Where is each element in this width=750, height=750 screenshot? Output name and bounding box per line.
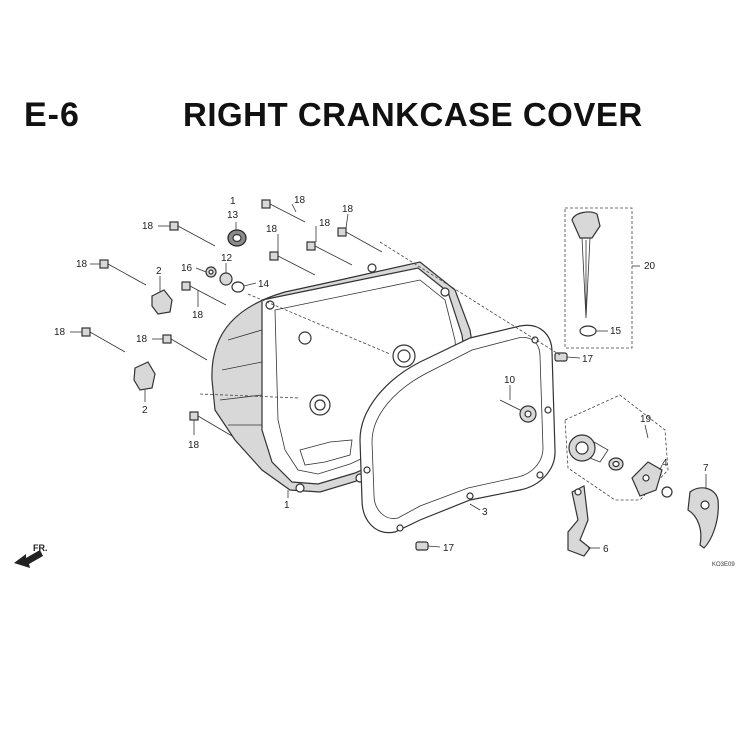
callout-2: 2 — [142, 405, 148, 416]
reference-code: KO3E09 — [712, 562, 735, 568]
assembly-group-19-box — [564, 394, 669, 501]
callout-19: 19 — [640, 414, 652, 425]
callout-3: 3 — [482, 507, 488, 518]
callout-18: 18 — [266, 224, 278, 235]
callout-18: 18 — [294, 195, 306, 206]
callout-20: 20 — [644, 261, 656, 272]
callout-16: 16 — [181, 263, 193, 274]
callout-15: 15 — [610, 326, 622, 337]
plug-part-12[interactable] — [219, 272, 233, 286]
cap-part-2-upper[interactable] — [151, 289, 173, 315]
callout-1: 1 — [230, 196, 236, 207]
diagram-title: RIGHT CRANKCASE COVER — [183, 96, 643, 133]
callout-4: 4 — [662, 458, 668, 469]
callout-18: 18 — [192, 310, 204, 321]
dipstick-group-box — [564, 207, 633, 349]
plate-part-4[interactable] — [631, 461, 663, 497]
front-direction-arrow: FR. — [14, 543, 48, 568]
callout-1: 1 — [284, 500, 290, 511]
shaft-part-10[interactable] — [499, 399, 537, 423]
callout-17: 17 — [582, 354, 594, 365]
housing-part-19[interactable] — [568, 434, 609, 463]
callout-12: 12 — [221, 253, 233, 264]
oil-seal-part-13[interactable] — [227, 229, 247, 247]
washer-part-16[interactable] — [205, 266, 217, 278]
bolt-part-18[interactable] — [81, 199, 383, 437]
callout-18: 18 — [136, 334, 148, 345]
callout-10: 10 — [504, 375, 516, 386]
callout-14: 14 — [258, 279, 270, 290]
direction-label: FR. — [33, 543, 48, 553]
callout-18: 18 — [188, 440, 200, 451]
dowel-pin-part-17-lower[interactable] — [415, 541, 429, 551]
callout-17: 17 — [443, 543, 455, 554]
washer-part-4[interactable] — [661, 486, 673, 498]
leader-lines — [70, 203, 707, 549]
dowel-pin-part-17-upper[interactable] — [554, 352, 568, 362]
callout-18: 18 — [76, 259, 88, 270]
callout-2: 2 — [156, 266, 162, 277]
bearing-part-19[interactable] — [608, 457, 624, 471]
lever-part-7[interactable] — [687, 487, 719, 549]
callout-18: 18 — [54, 327, 66, 338]
callout-7: 7 — [703, 463, 709, 474]
diagram-code: E-6 — [24, 96, 80, 134]
arm-part-6[interactable] — [567, 485, 591, 557]
callout-6: 6 — [603, 544, 609, 555]
o-ring-part-14[interactable] — [231, 281, 245, 293]
callout-18: 18 — [342, 204, 354, 215]
callout-13: 13 — [227, 210, 239, 221]
dipstick-part-20[interactable] — [571, 211, 601, 319]
gasket-part[interactable] — [359, 324, 556, 534]
cap-part-2-lower[interactable] — [133, 361, 156, 391]
callouts: 1 13 18 18 18 18 18 18 12 16 2 14 18 18 … — [54, 195, 709, 555]
callout-18: 18 — [319, 218, 331, 229]
callout-18: 18 — [142, 221, 154, 232]
o-ring-part-15[interactable] — [579, 325, 597, 337]
